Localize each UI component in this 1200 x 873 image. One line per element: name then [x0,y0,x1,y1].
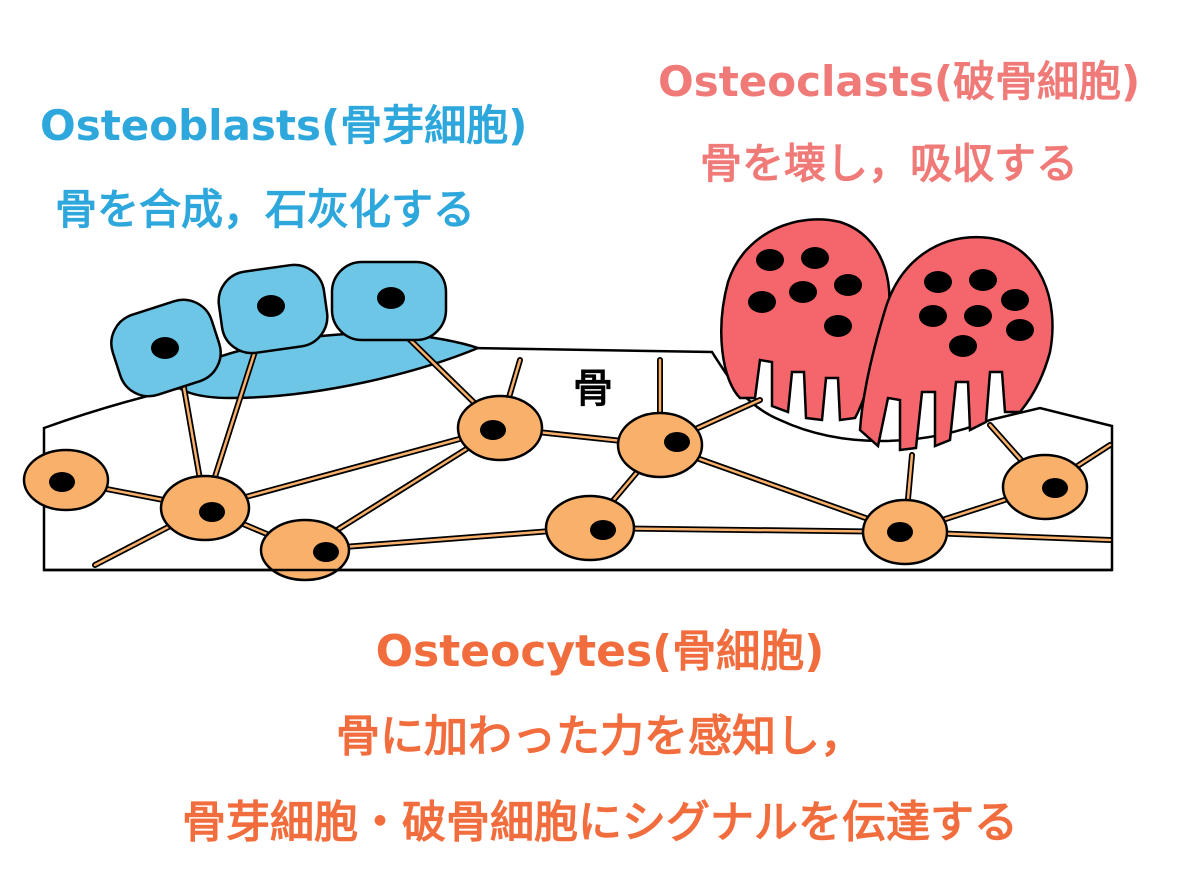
osteocyte-nucleus [313,542,339,562]
osteocytes-title: Osteocytes(骨細胞) [375,626,825,677]
osteoclasts-title: Osteoclasts(破骨細胞) [658,57,1141,106]
osteoblast-nuclei [151,287,405,359]
osteocyte-nucleus [480,420,506,440]
osteocytes-description-line1: 骨に加わった力を感知し， [336,711,864,762]
osteocyte-nuclei [49,420,1068,562]
osteoclast-nucleus [789,281,817,303]
osteoblasts-description: 骨を合成，石灰化する [55,185,476,234]
osteocyte [259,518,351,582]
osteocyte-nucleus [199,502,225,522]
osteoclast-nucleus [801,247,829,269]
osteoclasts-description: 骨を壊し，吸収する [700,139,1079,188]
osteoclast-nucleus [969,269,997,291]
osteoclast-nucleus [1006,319,1034,341]
osteoclast-nucleus [834,274,862,296]
osteoclast-nucleus [1001,289,1029,311]
osteocyte-nucleus [887,522,913,542]
osteoclast-nucleus [748,291,776,313]
osteoclast-nucleus [824,315,852,337]
osteocyte-nucleus [49,472,75,492]
osteocyte-nucleus [664,432,690,452]
osteoblast-nucleus [257,295,285,317]
osteoclast-nucleus [924,271,952,293]
osteoclast-right [858,235,1054,452]
osteoclast-left [720,218,891,422]
osteocyte-nucleus [590,520,616,540]
osteoblast-nucleus [377,287,405,309]
osteocyte [616,411,704,479]
osteoblast-nucleus [151,337,179,359]
osteoclast-nucleus [919,305,947,327]
bone-label: 骨 [573,366,613,412]
osteocytes-description-line2: 骨芽細胞・破骨細胞にシグナルを伝達する [182,797,1018,848]
osteocyte [544,494,636,562]
osteoclast-nucleus [756,249,784,271]
osteoclast-nucleus [949,335,977,357]
osteoclast-nucleus [964,305,992,327]
osteoblasts-title: Osteoblasts(骨芽細胞) [40,101,528,150]
osteocyte-nucleus [1042,478,1068,498]
